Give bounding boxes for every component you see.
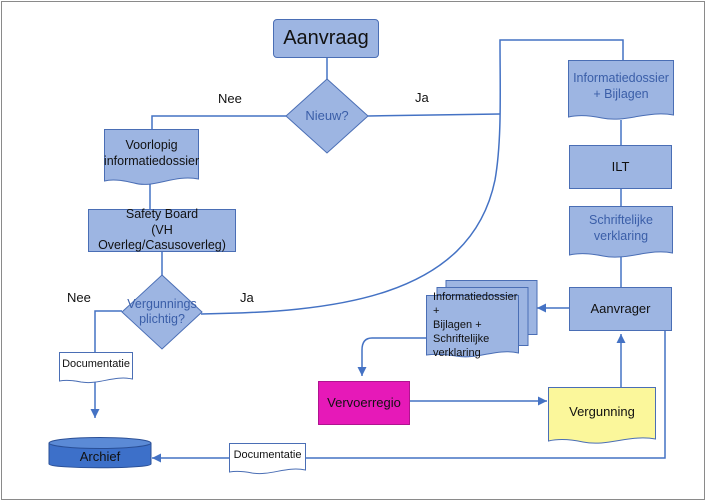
vergunning-label: Vergunning	[569, 403, 635, 419]
nieuw-label: Nieuw?	[305, 107, 349, 123]
label-nee-bottom: Nee	[67, 290, 91, 305]
vergunningsplichtig-label-wrap: Vergunnings plichtig?	[121, 280, 203, 344]
archief-box: Archief	[48, 444, 152, 470]
aanvrager-box: Aanvrager	[569, 287, 672, 331]
ilt-box: ILT	[569, 145, 672, 189]
voorlopig-box: Voorlopig informatiedossier	[104, 131, 199, 177]
voorlopig-label: Voorlopig informatiedossier	[103, 138, 200, 168]
infodossier-line2: + Bijlagen	[593, 87, 649, 101]
ilt-label: ILT	[611, 158, 630, 174]
connector-ja-curve	[200, 39, 624, 315]
documentatie-left-shape	[59, 352, 133, 384]
connector-nieuw-voorlopig	[151, 115, 286, 130]
label-ja-bottom: Ja	[240, 290, 254, 305]
connector-nieuw-ja	[367, 113, 501, 117]
safety-board-box: Safety Board (VH Overleg/Casusoverleg)	[88, 207, 236, 253]
stack-line3: Schriftelijke	[433, 333, 490, 346]
safety-board-line1: Safety Board	[125, 207, 199, 222]
vergunningsplichtig-line1: Vergunnings	[127, 297, 197, 311]
documentatie-left-box: Documentatie	[59, 352, 133, 378]
connector-aanvrager-archief	[152, 302, 666, 463]
aanvraag-label: Aanvraag	[283, 27, 369, 49]
label-nee-top: Nee	[218, 91, 242, 106]
label-ja-top: Ja	[415, 90, 429, 105]
stack-box: Informatiedossier + Bijlagen + Schriftel…	[428, 291, 520, 359]
nieuw-diamond	[285, 78, 369, 154]
stack-line1: Informatiedossier +	[433, 290, 518, 317]
vergunningsplichtig-line2: plichtig?	[139, 312, 185, 326]
vervoerregio-box: Vervoerregio	[318, 381, 410, 425]
documentatie-bottom-box: Documentatie	[229, 443, 306, 469]
vervoerregio-label: Vervoerregio	[327, 394, 401, 410]
documentatie-left-label: Documentatie	[62, 358, 130, 371]
schriftelijke-line2: verklaring	[593, 229, 649, 243]
vergunning-shape	[548, 387, 656, 444]
nieuw-label-wrap: Nieuw?	[285, 78, 369, 154]
connector-stack-vervoerregio	[357, 337, 430, 376]
schriftelijke-line1: Schriftelijke	[589, 213, 653, 228]
vergunning-box: Vergunning	[548, 389, 656, 435]
stack-line4: verklaring	[433, 347, 481, 360]
vergunningsplichtig-diamond	[121, 274, 203, 350]
safety-board-line2: (VH Overleg/Casusoverleg)	[98, 222, 226, 253]
connector-nee-documentatie	[94, 310, 122, 352]
infodossier-shape	[568, 60, 674, 120]
schriftelijke-box: Schriftelijke verklaring	[569, 207, 673, 251]
aanvrager-label: Aanvrager	[590, 300, 651, 316]
archief-label: Archief	[79, 448, 121, 464]
voorlopig-shape	[104, 129, 199, 185]
infodossier-line1: Informatiedossier	[573, 71, 669, 86]
archief-cylinder	[48, 437, 152, 469]
aanvraag-box: Aanvraag	[273, 19, 379, 58]
documentatie-bottom-label: Documentatie	[233, 449, 302, 462]
stack-line2: Bijlagen +	[433, 318, 482, 331]
infodossier-box: Informatiedossier + Bijlagen	[568, 62, 674, 112]
documentatie-bottom-shape	[229, 443, 306, 475]
schriftelijke-shape	[569, 206, 673, 258]
stack-shape	[426, 280, 538, 358]
